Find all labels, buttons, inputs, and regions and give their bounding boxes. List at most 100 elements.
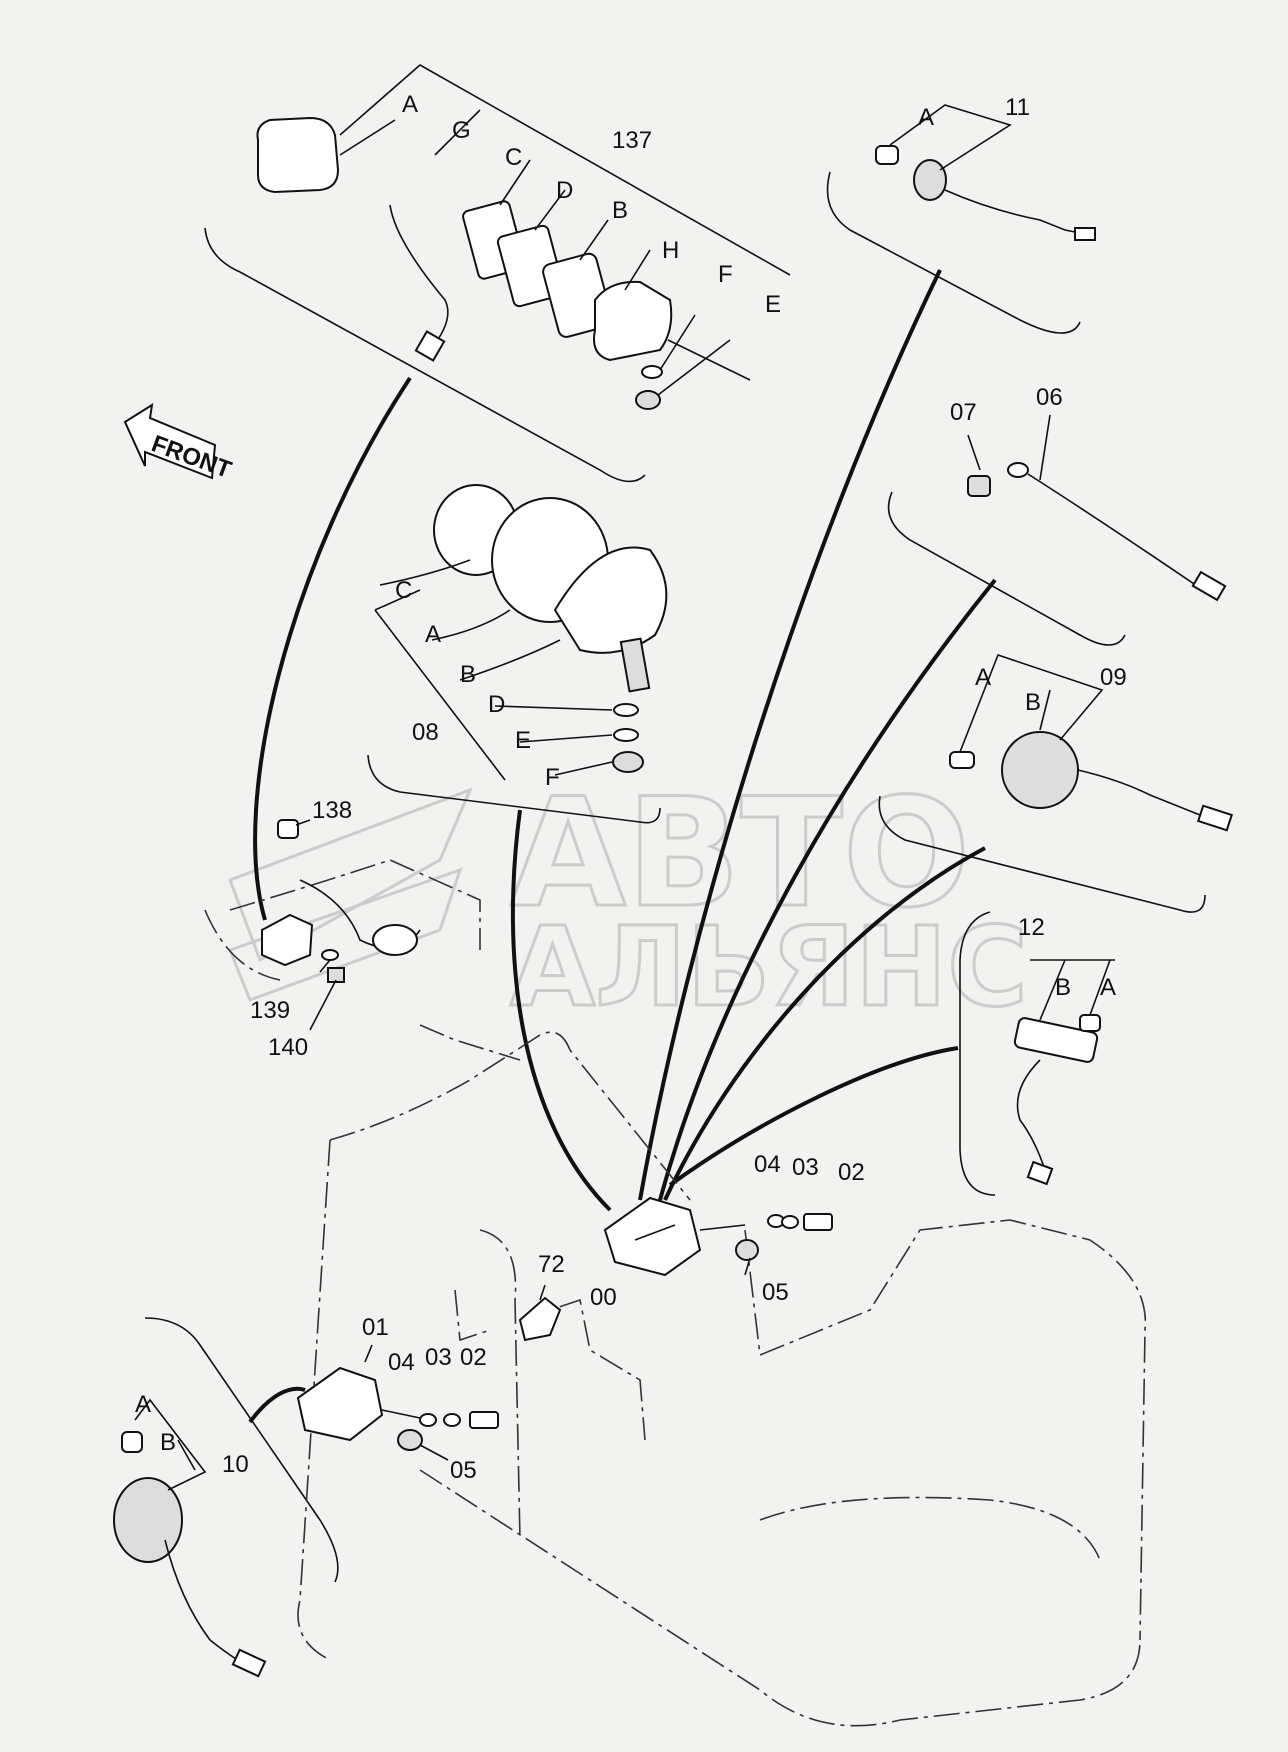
bolt-02a — [803, 1213, 833, 1231]
bracket-138 — [261, 819, 421, 1031]
cover-137h — [593, 280, 673, 362]
label-08-d: D — [488, 691, 505, 718]
front-arrow: FRONT — [123, 402, 235, 484]
label-12: 12 — [1018, 914, 1045, 941]
part-137-assembly — [256, 64, 791, 410]
housing-08b — [553, 546, 668, 654]
nut-08f — [612, 751, 644, 773]
label-10-a: A — [135, 1391, 151, 1418]
collar-05a — [735, 1239, 759, 1261]
label-06: 06 — [1036, 384, 1063, 411]
label-139: 139 — [250, 997, 290, 1024]
washer-08d — [613, 703, 639, 717]
label-09-b: B — [1025, 689, 1041, 716]
label-10: 10 — [222, 1451, 249, 1478]
label-10-b: B — [160, 1429, 176, 1456]
harness-leads — [248, 269, 997, 1424]
frame-outline — [204, 859, 1147, 1727]
part-72 — [518, 1284, 562, 1342]
bulb-12a — [1079, 1014, 1101, 1032]
label-03b: 03 — [425, 1344, 452, 1371]
label-05a: 05 — [762, 1279, 789, 1306]
bracket-11 — [826, 171, 1081, 334]
junction-block-01 — [296, 1366, 384, 1442]
terminal-06 — [1007, 462, 1029, 478]
washer-04b — [419, 1413, 437, 1427]
bracket-plate — [261, 913, 314, 967]
socket-11 — [913, 159, 947, 201]
washer-137f — [641, 365, 663, 379]
label-137-c: C — [505, 144, 522, 171]
label-137-g: G — [452, 117, 471, 144]
panel-brackets — [144, 171, 1206, 1583]
label-02b: 02 — [460, 1344, 487, 1371]
label-03a: 03 — [792, 1154, 819, 1181]
part-08-assembly — [374, 484, 668, 781]
label-138: 138 — [312, 797, 352, 824]
label-08: 08 — [412, 719, 439, 746]
bolt-138 — [277, 819, 299, 839]
lockwasher-03a — [781, 1215, 799, 1229]
lamp-housing-137a — [256, 116, 340, 194]
label-07: 07 — [950, 399, 977, 426]
connector-12 — [1026, 1160, 1054, 1186]
bracket-10 — [144, 1317, 339, 1583]
lamp-09 — [1001, 731, 1079, 809]
part-09-assembly — [949, 653, 1233, 832]
label-137-f: F — [718, 261, 733, 288]
bracket-08 — [367, 754, 661, 824]
label-140: 140 — [268, 1034, 308, 1061]
washer-139 — [321, 949, 339, 961]
junction-00 — [603, 1196, 833, 1277]
connector-11 — [1074, 227, 1096, 241]
bracket-09 — [878, 795, 1206, 913]
label-01: 01 — [362, 1314, 389, 1341]
nut-140 — [327, 967, 345, 983]
label-137-d: D — [556, 177, 573, 204]
label-09: 09 — [1100, 664, 1127, 691]
wire-137g — [389, 204, 449, 351]
label-08-e: E — [515, 727, 531, 754]
label-137-a: A — [402, 91, 418, 118]
bulb-10a — [121, 1431, 143, 1453]
bracket-06 — [887, 491, 1126, 646]
label-137: 137 — [612, 127, 652, 154]
label-05b: 05 — [450, 1457, 477, 1484]
junction-block-00 — [603, 1196, 702, 1277]
part-11-assembly — [875, 104, 1096, 241]
label-08-c: C — [395, 577, 412, 604]
label-08-f: F — [545, 764, 560, 791]
label-12-a: A — [1100, 974, 1116, 1001]
bracket-137 — [204, 227, 646, 483]
bulb-11a — [875, 145, 899, 165]
label-137-e: E — [765, 291, 781, 318]
label-02a: 02 — [838, 1159, 865, 1186]
label-12-b: B — [1055, 974, 1071, 1001]
label-11-a: A — [918, 104, 934, 131]
bulb-09a — [949, 751, 975, 769]
collar-05b — [397, 1429, 423, 1451]
connector-10 — [231, 1648, 267, 1678]
connector-cap — [372, 924, 418, 956]
lamp-10 — [113, 1477, 183, 1563]
lockwasher-08e — [613, 728, 639, 742]
label-137-b: B — [612, 197, 628, 224]
label-00: 00 — [590, 1284, 617, 1311]
part-06-07 — [967, 414, 1227, 602]
label-08-a: A — [425, 621, 441, 648]
bracket-12 — [959, 911, 996, 1196]
part-12-assembly — [1013, 959, 1115, 1186]
bolt-02b — [469, 1411, 499, 1429]
label-11: 11 — [1005, 94, 1030, 121]
connector-09 — [1197, 804, 1233, 832]
connector-06 — [1191, 570, 1227, 602]
callout-labels: 00 01 02 03 04 05 02 03 04 05 06 07 08 0… — [135, 91, 1127, 1484]
label-09-a: A — [975, 664, 991, 691]
lockwasher-03b — [443, 1413, 461, 1427]
nut-07 — [967, 475, 991, 497]
label-08-b: B — [460, 661, 476, 688]
label-04a: 04 — [754, 1151, 781, 1178]
nut-137e — [635, 390, 661, 410]
label-04b: 04 — [388, 1349, 415, 1376]
